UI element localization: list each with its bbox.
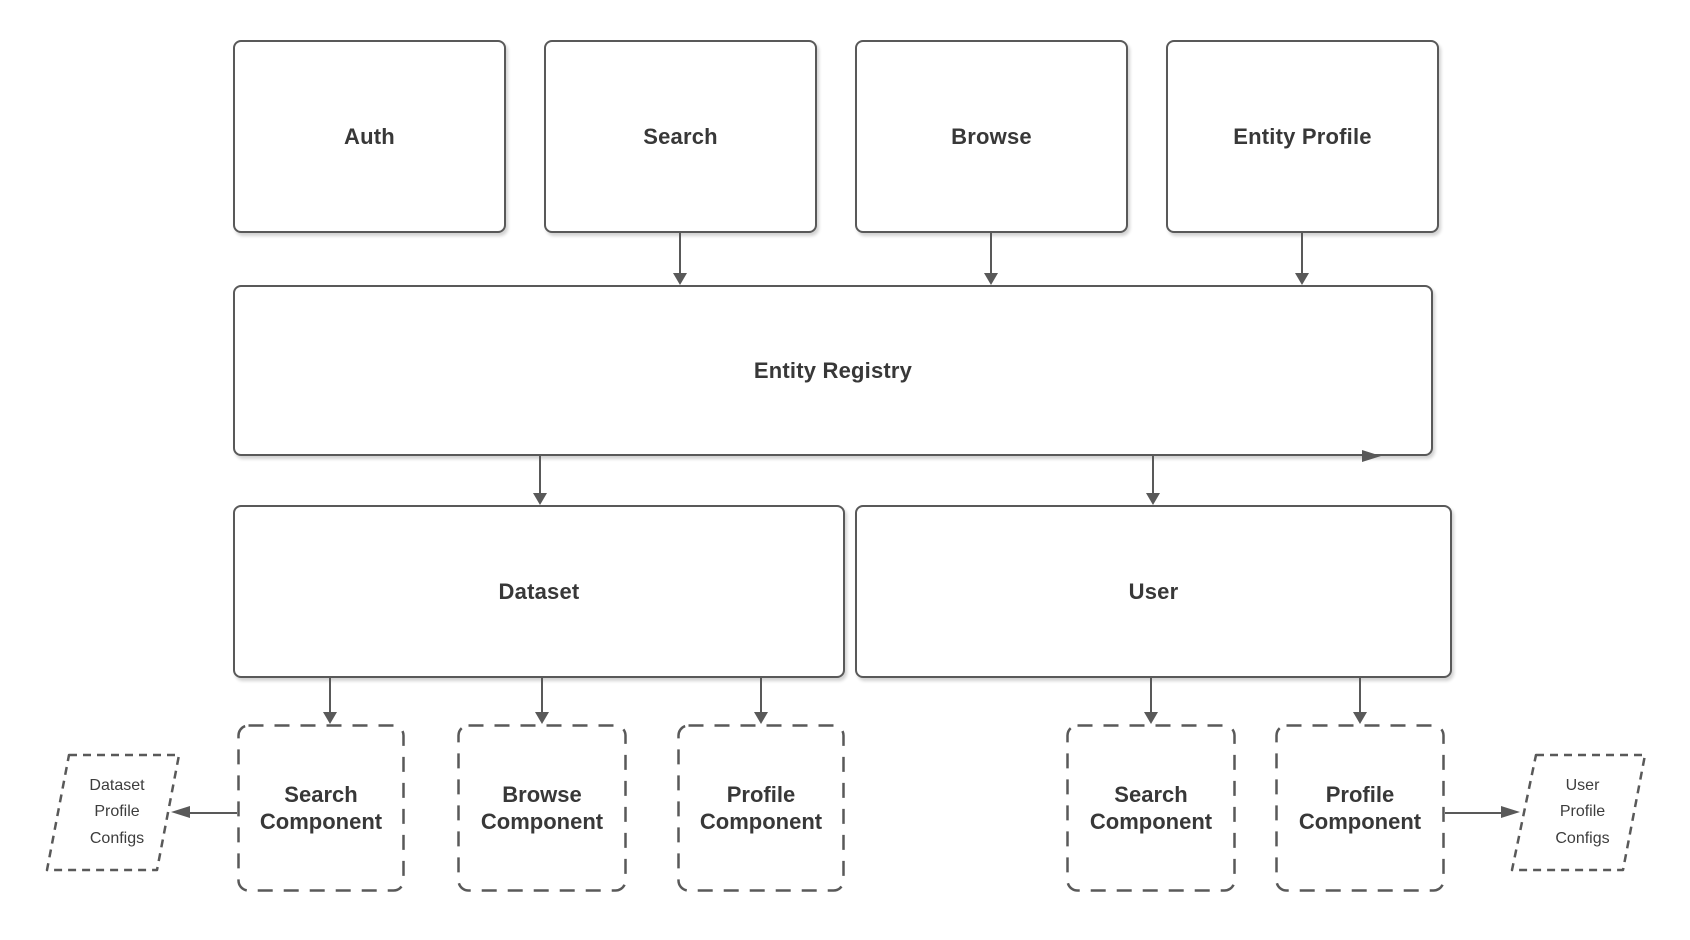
user-search-component-box: Search Component: [1066, 724, 1236, 892]
search-label: Search: [643, 123, 718, 149]
arrow-profile-component-to-user-configs-line: [1445, 812, 1501, 814]
dashed-border: [237, 724, 405, 892]
dataset-search-component-label: Search Component: [259, 781, 383, 835]
arrow-profile-component-to-user-configs-head-icon: [1501, 806, 1520, 818]
user-profile-component-label: Profile Component: [1298, 781, 1422, 835]
entity-registry-box: Entity Registry: [233, 285, 1433, 456]
arrow-dataset-to-profile-component-head-icon: [754, 712, 768, 724]
user-profile-configs-label: User Profile Configs: [1555, 776, 1610, 847]
arrow-browse-to-registry-head-icon: [984, 273, 998, 285]
arrow-user-to-profile-component-line: [1359, 678, 1361, 712]
arrow-browse-to-registry-line: [990, 233, 992, 273]
arrow-user-to-search-component-head-icon: [1144, 712, 1158, 724]
user-search-component-label: Search Component: [1089, 781, 1213, 835]
dashed-border: [1066, 724, 1236, 892]
arrow-dataset-to-browse-component-line: [541, 678, 543, 712]
arrow-registry-to-dataset-line: [539, 456, 541, 493]
dashed-border: [677, 724, 845, 892]
arrow-entity-profile-to-registry-head-icon: [1295, 273, 1309, 285]
user-profile-configs-shape: User Profile Configs: [1510, 753, 1647, 872]
user-label: User: [1128, 578, 1179, 604]
dataset-profile-component-label: Profile Component: [699, 781, 823, 835]
dashed-border: [1275, 724, 1445, 892]
dataset-search-component-box: Search Component: [237, 724, 405, 892]
parallelogram-border: [1510, 753, 1647, 872]
user-profile-component-box: Profile Component: [1275, 724, 1445, 892]
arrow-search-to-registry-line: [679, 233, 681, 273]
arrow-dataset-to-search-component-head-icon: [323, 712, 337, 724]
entity-profile-label: Entity Profile: [1233, 123, 1372, 149]
user-box: User: [855, 505, 1452, 678]
browse-label: Browse: [951, 123, 1032, 149]
dataset-profile-configs-shape: Dataset Profile Configs: [45, 753, 181, 872]
arrow-registry-to-dataset-head-icon: [533, 493, 547, 505]
search-box: Search: [544, 40, 817, 233]
arrow-user-to-profile-component-head-icon: [1353, 712, 1367, 724]
entity-registry-label: Entity Registry: [753, 357, 913, 383]
dataset-box: Dataset: [233, 505, 845, 678]
dataset-profile-configs-label: Dataset Profile Configs: [89, 776, 145, 847]
dataset-label: Dataset: [498, 578, 580, 604]
dataset-browse-component-box: Browse Component: [457, 724, 627, 892]
arrow-dataset-to-profile-component-line: [760, 678, 762, 712]
arrow-dataset-to-browse-component-head-icon: [535, 712, 549, 724]
dashed-border: [457, 724, 627, 892]
arrow-registry-to-user-head-icon: [1146, 493, 1160, 505]
arrow-search-component-to-dataset-configs-line: [190, 812, 237, 814]
entity-profile-box: Entity Profile: [1166, 40, 1439, 233]
registry-bottom-edge-right-arrow-head-icon: [1362, 450, 1381, 462]
arrow-search-to-registry-head-icon: [673, 273, 687, 285]
dataset-browse-component-label: Browse Component: [480, 781, 604, 835]
arrow-user-to-search-component-line: [1150, 678, 1152, 712]
arrow-search-component-to-dataset-configs-head-icon: [171, 806, 190, 818]
arrow-entity-profile-to-registry-line: [1301, 233, 1303, 273]
auth-label: Auth: [344, 123, 395, 149]
arrow-dataset-to-search-component-line: [329, 678, 331, 712]
dataset-profile-component-box: Profile Component: [677, 724, 845, 892]
browse-box: Browse: [855, 40, 1128, 233]
arrow-registry-to-user-line: [1152, 456, 1154, 493]
auth-box: Auth: [233, 40, 506, 233]
parallelogram-border: [45, 753, 181, 872]
